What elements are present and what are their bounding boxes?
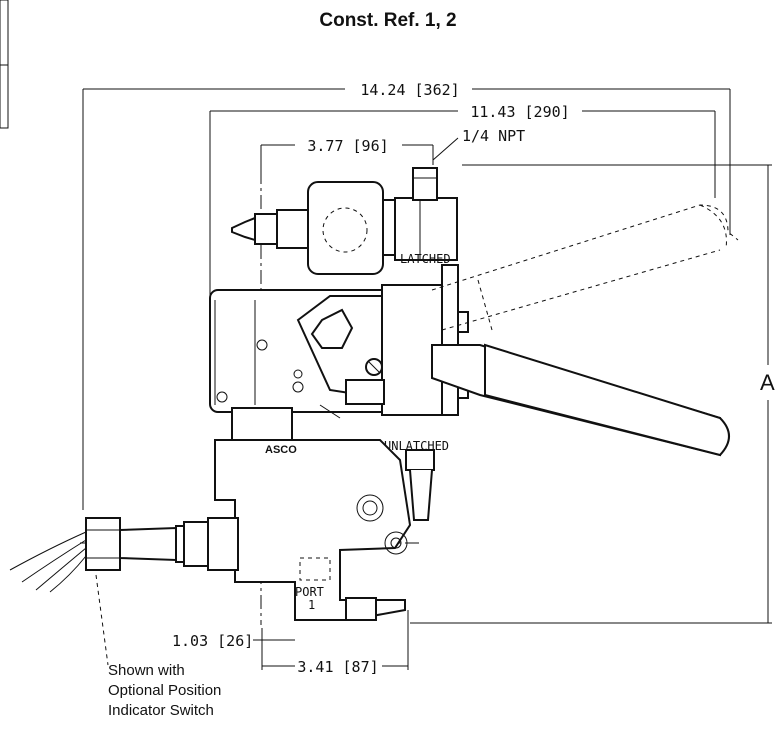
port-number: 1 — [308, 598, 315, 612]
dim-overall-width: 14.24 [362] — [82, 81, 731, 510]
dim-port-height: 1.03 [26] — [172, 628, 295, 670]
npt-label: 1/4 NPT — [462, 127, 525, 145]
dim-height: A — [410, 164, 775, 624]
position-indicator-switch — [9, 517, 239, 666]
dim-centerline-offset-text: 3.77 [96] — [307, 137, 388, 155]
dim-body-width: 11.43 [290] — [209, 103, 716, 300]
hex-nut — [310, 308, 354, 349]
barb-fitting — [231, 216, 256, 242]
dim-port-offset-text: 3.41 [87] — [297, 658, 378, 676]
note-line-2: Optional Position — [108, 682, 221, 699]
dim-height-label: A — [760, 370, 775, 395]
port-label: PORT — [295, 585, 324, 599]
note-line-1: Shown with — [108, 662, 185, 679]
dim-port-offset: 3.41 [87] — [262, 610, 409, 676]
handle-latched — [431, 204, 739, 331]
valve-body: UNLATCHED LATCHED — [209, 252, 469, 453]
wire — [9, 531, 87, 571]
dim-overall-width-text: 14.24 [362] — [360, 81, 459, 99]
drawing-title: Const. Ref. 1, 2 — [319, 10, 457, 31]
latched-label: LATCHED — [400, 252, 451, 266]
dim-body-width-text: 11.43 [290] — [470, 103, 569, 121]
manifold: ASCO PORT 1 — [214, 379, 435, 621]
note-line-3: Indicator Switch — [108, 702, 214, 719]
npt-callout: 1/4 NPT — [432, 127, 525, 161]
sheet-border-fragment — [0, 0, 9, 129]
solenoid-housing — [231, 167, 458, 275]
note: Shown with Optional Position Indicator S… — [108, 662, 221, 719]
handle-unlatched — [431, 343, 730, 457]
dim-port-height-text: 1.03 [26] — [172, 632, 253, 650]
npt-fitting — [412, 167, 438, 201]
leader-line — [95, 574, 109, 666]
brand-logo: ASCO — [265, 444, 297, 456]
dim-centerline-offset: 3.77 [96] — [260, 137, 434, 170]
